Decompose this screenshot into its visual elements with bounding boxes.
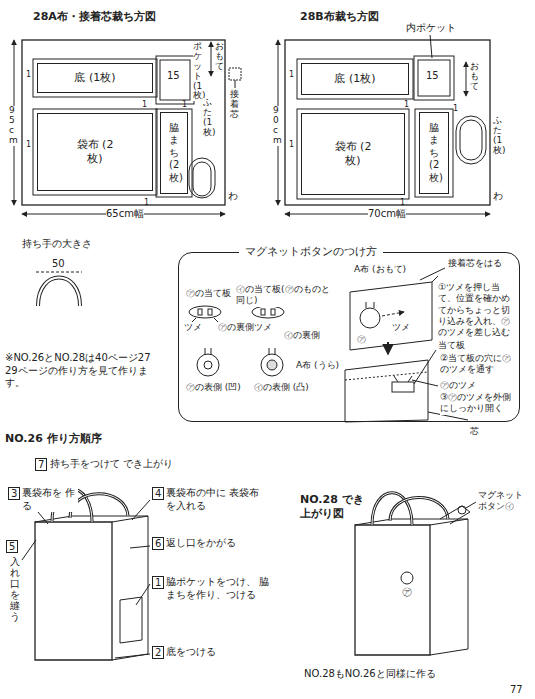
section-title: 持ち手の大きさ xyxy=(22,238,92,251)
seam-allowance: 1 xyxy=(289,140,294,150)
part-label: A布 (おもて) xyxy=(354,264,406,275)
side-label: おもて xyxy=(470,62,479,92)
piece-name: 脇まち (2枚) xyxy=(169,122,179,185)
section-title: NO.28 でき上がり図 xyxy=(300,493,370,521)
part-label: A布 (うら) xyxy=(296,360,342,371)
chart-title: 28A布・接着芯裁ち方図 xyxy=(33,10,156,24)
part-label: ツメ xyxy=(392,322,410,333)
part-label: ㋐のツメ xyxy=(440,380,476,391)
seam-allowance: 1 xyxy=(144,198,149,208)
callout-symbol: ㋐ xyxy=(402,586,412,599)
note: ※NO.26とNO.28は40ページ27 29ページの作り方を見て作ります。 xyxy=(5,352,165,390)
interfacing-label: 接着芯 xyxy=(230,90,239,120)
frame-title: マグネットボタンのつけ方 xyxy=(239,245,383,259)
seam-allowance: 1 xyxy=(182,100,187,110)
instruction: ①ツメを押し当て、位置を確かめてからちょっと切り込みを入れ、㋐のツメを差し込む xyxy=(438,282,516,338)
part-label: マグネット ボタン㋑ xyxy=(478,490,532,513)
pattern-piece: 袋布 (2枚) xyxy=(301,113,405,195)
step-text: 裏袋布を 作る xyxy=(22,487,78,512)
step-number: 2 xyxy=(152,646,164,659)
dimension: 70cm幅 xyxy=(368,208,406,221)
seam-allowance: 1 xyxy=(404,100,409,110)
piece-label: 内ポケット xyxy=(406,22,456,35)
seam-allowance: 1 xyxy=(453,104,458,114)
step-text: 底をつける xyxy=(166,646,216,659)
part-label: ㋐の表側 (凹) xyxy=(186,382,246,393)
part-label: ツメ xyxy=(184,322,202,333)
fold-label: わ xyxy=(493,190,503,203)
pattern-piece: 底 (1枚) xyxy=(37,63,153,93)
seam-allowance: 1 xyxy=(142,100,147,110)
pattern-piece: 底 (1枚) xyxy=(301,63,409,95)
side-label: おもて xyxy=(215,42,224,72)
step-number: 4 xyxy=(152,487,164,500)
seam-allowance: 1 xyxy=(26,140,31,150)
fold-label: わ xyxy=(228,190,238,203)
part-label: ㋐の当て板 xyxy=(186,288,231,299)
piece-name: 底 (1枚) xyxy=(334,72,375,86)
part-label: ㋑の当て板(㋐のものと同じ) xyxy=(236,284,332,307)
instruction: ③㋐のツメを外側にしっかり開く xyxy=(440,392,516,415)
piece-label: ふた(1枚) xyxy=(493,116,502,156)
step-number: 6 xyxy=(152,537,164,550)
step-text: 入れ口を縫う xyxy=(10,556,20,622)
piece-label: ふた(1枚) xyxy=(203,98,212,138)
chart-title: 28B布裁ち方図 xyxy=(300,10,379,24)
dimension: 65cm幅 xyxy=(106,208,144,221)
step-number: 7 xyxy=(35,458,47,471)
dimension: 95cm xyxy=(9,106,18,146)
note: NO.28もNO.26と同様に作る xyxy=(304,668,436,681)
step-text: 持ち手をつけて でき上がり xyxy=(50,458,173,471)
step-number: 3 xyxy=(8,487,20,500)
step-text: 裏袋布の中に 表袋布を入れる xyxy=(166,487,266,512)
seam-allowance: 1 xyxy=(400,198,405,208)
callout-symbol: ㋐ xyxy=(357,334,366,345)
pattern-piece: 袋布 (2枚) xyxy=(37,113,153,191)
seam-allowance: 1 xyxy=(289,70,294,80)
step-number: 1 xyxy=(152,576,164,589)
pattern-piece: 脇まち (2枚) xyxy=(419,112,449,194)
page-number: 77 xyxy=(510,684,523,697)
part-label: ㋑の表側 (凸) xyxy=(254,382,314,393)
seam-allowance: 1 xyxy=(26,70,31,80)
instruction: 接着芯をはる xyxy=(448,258,502,269)
pattern-piece: 脇まち (2枚) xyxy=(160,112,188,194)
piece-name: 袋布 (2枚) xyxy=(331,140,375,168)
size-number: 15 xyxy=(167,70,180,83)
step-number: 5 xyxy=(6,540,18,553)
step-text: 返し口をかがる xyxy=(166,537,236,550)
piece-name: 底 (1枚) xyxy=(74,71,115,85)
part-label: 芯 xyxy=(470,426,479,437)
step-text: 脇ポケットをつけ、 脇まちを作り、つける xyxy=(166,576,276,601)
part-label: ㋑の裏側 xyxy=(284,330,320,341)
dimension: 90cm xyxy=(273,106,282,146)
section-title: NO.26 作り方順序 xyxy=(5,432,102,446)
part-label: 当て板 xyxy=(438,340,465,351)
piece-label: ポケット(1枚) xyxy=(193,42,202,101)
dimension: 50 xyxy=(52,258,65,271)
piece-name: 袋布 (2枚) xyxy=(73,138,117,166)
size-number: 15 xyxy=(426,70,439,83)
part-label: ㋐の裏側 xyxy=(218,322,254,333)
instruction: ②当て板の穴に㋐のツメを通す xyxy=(440,353,516,376)
part-label: ツメ xyxy=(254,322,272,333)
piece-name: 脇まち (2枚) xyxy=(429,122,439,185)
